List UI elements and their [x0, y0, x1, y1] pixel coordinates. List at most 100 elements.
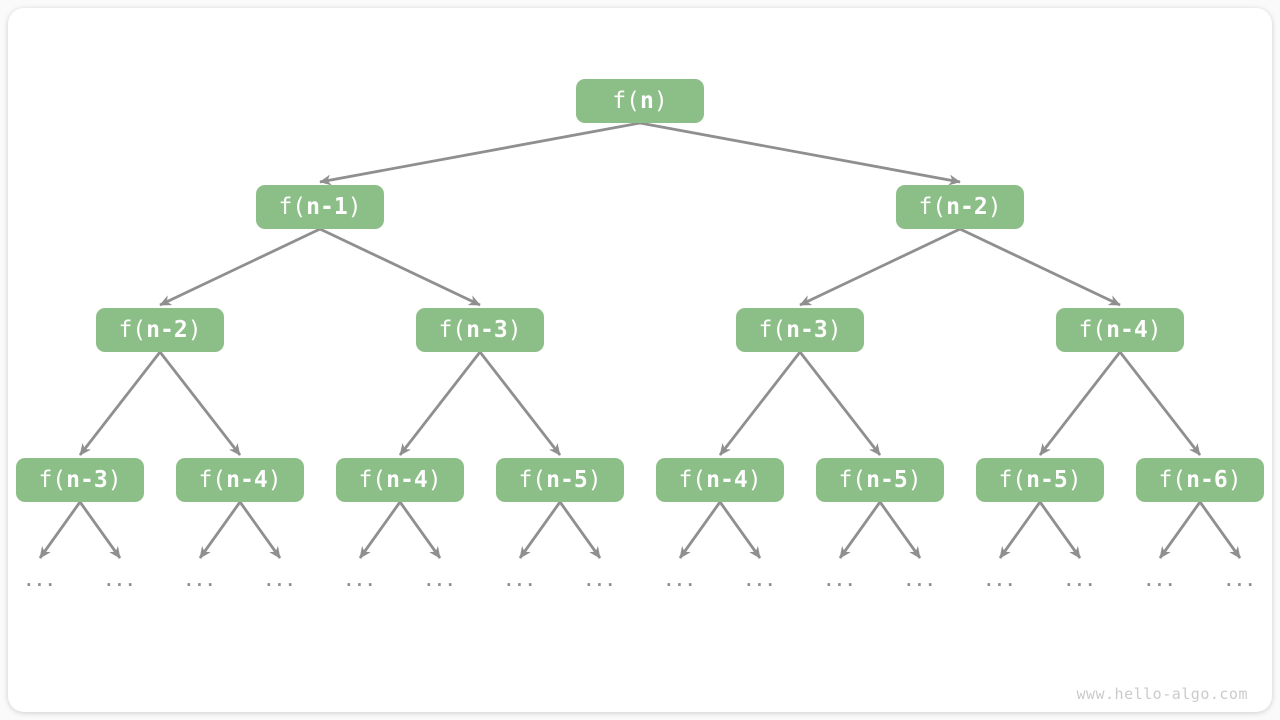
tree-edge — [799, 227, 961, 307]
tree-node: f(n-2) — [896, 185, 1024, 229]
node-label-suffix: ) — [187, 317, 202, 343]
node-label-suffix: ) — [347, 194, 362, 220]
node-label-suffix: ) — [267, 467, 282, 493]
tree-edge — [678, 501, 722, 559]
node-label-suffix: ) — [907, 467, 922, 493]
node-label-var: n-5 — [866, 467, 908, 493]
tree-edge — [1118, 351, 1202, 456]
node-label-prefix: f( — [758, 317, 787, 343]
node-label-suffix: ) — [1067, 467, 1082, 493]
node-label-suffix: ) — [1227, 467, 1242, 493]
node-label-var: n-4 — [1106, 317, 1148, 343]
tree-edge — [478, 351, 562, 456]
node-label-var: n-1 — [306, 194, 348, 220]
tree-node: f(n-3) — [16, 458, 144, 502]
tree-node: f(n-3) — [736, 308, 864, 352]
node-label-suffix: ) — [587, 467, 602, 493]
tree-leaf-ellipsis: ... — [104, 571, 136, 590]
node-label-suffix: ) — [653, 88, 668, 114]
node-label-prefix: f( — [1158, 467, 1187, 493]
tree-edge — [1158, 501, 1202, 559]
tree-edge — [398, 501, 442, 559]
tree-edge — [998, 501, 1042, 559]
tree-leaf-ellipsis: ... — [264, 571, 296, 590]
tree-edge — [78, 351, 162, 456]
tree-leaf-ellipsis: ... — [824, 571, 856, 590]
tree-edge — [319, 121, 641, 186]
tree-leaf-ellipsis: ... — [344, 571, 376, 590]
node-label-var: n — [639, 88, 654, 114]
node-label-var: n-6 — [1186, 467, 1228, 493]
node-label-suffix: ) — [987, 194, 1002, 220]
tree-node: f(n-4) — [336, 458, 464, 502]
tree-edge — [1038, 501, 1082, 559]
node-label-suffix: ) — [827, 317, 842, 343]
tree-edge — [718, 351, 802, 456]
tree-leaf-ellipsis: ... — [184, 571, 216, 590]
tree-node: f(n-4) — [1056, 308, 1184, 352]
tree-edge — [878, 501, 922, 559]
node-label-suffix: ) — [1147, 317, 1162, 343]
tree-node: f(n-1) — [256, 185, 384, 229]
node-label-prefix: f( — [678, 467, 707, 493]
tree-node: f(n-5) — [816, 458, 944, 502]
tree-edge — [159, 227, 321, 307]
tree-edge — [798, 351, 882, 456]
node-label-suffix: ) — [107, 467, 122, 493]
node-label-prefix: f( — [358, 467, 387, 493]
tree-edge — [38, 501, 82, 559]
node-label-prefix: f( — [918, 194, 947, 220]
node-label-var: n-3 — [786, 317, 828, 343]
node-label-prefix: f( — [612, 88, 640, 114]
node-label-var: n-5 — [546, 467, 588, 493]
tree-edge — [518, 501, 562, 559]
tree-node: f(n-4) — [176, 458, 304, 502]
node-label-var: n-2 — [946, 194, 988, 220]
tree-edge — [1198, 501, 1242, 559]
node-label-var: n-4 — [706, 467, 748, 493]
tree-node: f(n-6) — [1136, 458, 1264, 502]
node-label-prefix: f( — [518, 467, 547, 493]
tree-leaf-ellipsis: ... — [1224, 571, 1256, 590]
node-label-suffix: ) — [747, 467, 762, 493]
node-label-suffix: ) — [507, 317, 522, 343]
tree-node: f(n-5) — [496, 458, 624, 502]
node-label-prefix: f( — [998, 467, 1027, 493]
node-label-prefix: f( — [838, 467, 867, 493]
tree-leaf-ellipsis: ... — [584, 571, 616, 590]
tree-edge — [838, 501, 882, 559]
tree-node: f(n-5) — [976, 458, 1104, 502]
node-label-prefix: f( — [118, 317, 147, 343]
tree-edge — [319, 227, 481, 307]
tree-edge — [1038, 351, 1122, 456]
node-label-suffix: ) — [427, 467, 442, 493]
tree-node: f(n-4) — [656, 458, 784, 502]
tree-leaf-ellipsis: ... — [664, 571, 696, 590]
tree-edge — [558, 501, 602, 559]
tree-node: f(n) — [576, 79, 704, 123]
tree-edge — [959, 227, 1121, 307]
tree-leaf-ellipsis: ... — [984, 571, 1016, 590]
node-label-var: n-3 — [466, 317, 508, 343]
tree-node: f(n-3) — [416, 308, 544, 352]
tree-edge — [398, 351, 482, 456]
node-label-var: n-4 — [386, 467, 428, 493]
node-label-var: n-3 — [66, 467, 108, 493]
tree-leaf-ellipsis: ... — [1064, 571, 1096, 590]
tree-edge — [238, 501, 282, 559]
node-label-prefix: f( — [438, 317, 467, 343]
tree-node: f(n-2) — [96, 308, 224, 352]
node-label-var: n-2 — [146, 317, 188, 343]
diagram-canvas — [8, 8, 1272, 712]
watermark: www.hello-algo.com — [1076, 685, 1248, 703]
tree-edge — [78, 501, 122, 559]
node-label-prefix: f( — [198, 467, 227, 493]
tree-edge — [198, 501, 242, 559]
tree-leaf-ellipsis: ... — [504, 571, 536, 590]
node-label-prefix: f( — [1078, 317, 1107, 343]
node-label-prefix: f( — [38, 467, 67, 493]
tree-leaf-ellipsis: ... — [904, 571, 936, 590]
tree-leaf-ellipsis: ... — [1144, 571, 1176, 590]
